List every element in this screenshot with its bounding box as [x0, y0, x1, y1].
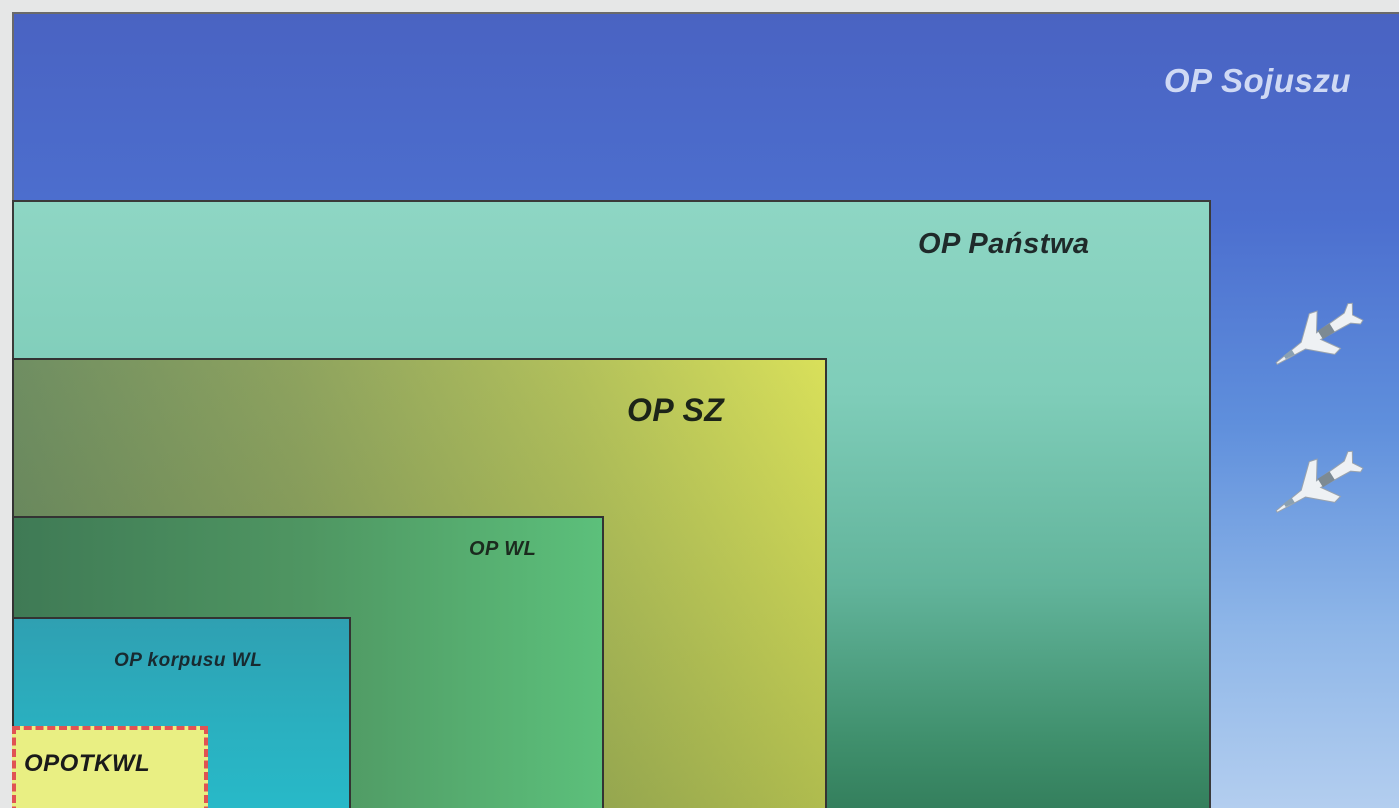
zone-op-korpusu-wl-label: OP korpusu WL [114, 650, 263, 671]
zone-op-sz-label: OP SZ [627, 392, 725, 428]
zone-opotkwl [12, 726, 208, 808]
fighter-jet-icon [1275, 302, 1364, 365]
zone-op-wl-label: OP WL [469, 538, 537, 560]
zone-op-panstwa-label: OP Państwa [918, 228, 1090, 260]
zone-opotkwl-label: OPOTKWL [24, 750, 151, 777]
zone-op-sojuszu-label: OP Sojuszu [1163, 62, 1351, 99]
fighter-jet-icon [1275, 450, 1364, 513]
